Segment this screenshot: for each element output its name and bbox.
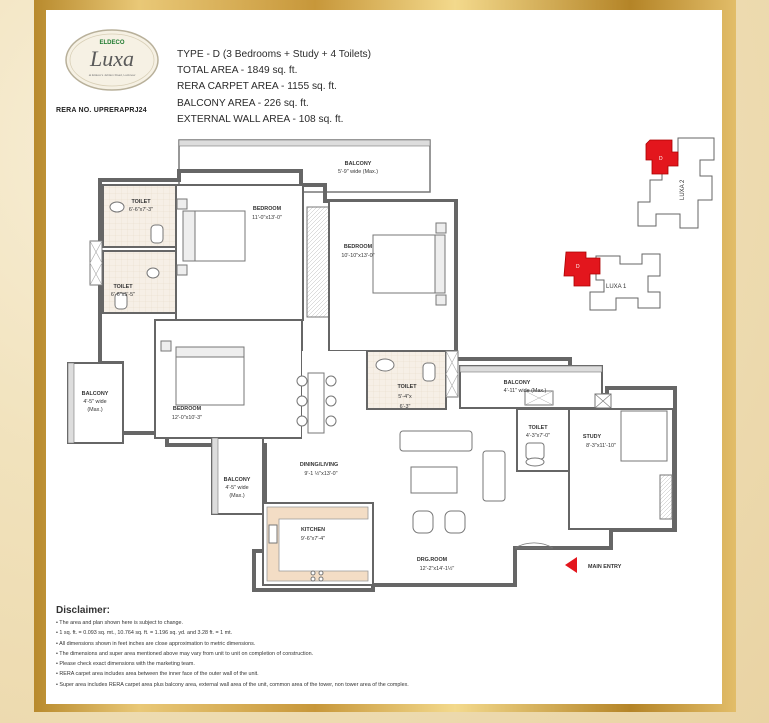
svg-text:9'-6"x7'-4": 9'-6"x7'-4" <box>301 536 325 542</box>
spec-total-area: TOTAL AREA - 1849 sq. ft. <box>177 65 298 77</box>
svg-text:9'-1 ½"x13'-0": 9'-1 ½"x13'-0" <box>304 470 337 477</box>
svg-text:(Max.): (Max.) <box>87 407 102 413</box>
key-plan-luxa-2: D LUXA 2 <box>637 137 715 229</box>
svg-text:TOILET: TOILET <box>113 284 133 290</box>
svg-text:BALCONY: BALCONY <box>224 477 251 483</box>
svg-text:11'-0"x13'-0": 11'-0"x13'-0" <box>252 215 282 221</box>
spec-rera-carpet-area: RERA CARPET AREA - 1155 sq. ft. <box>177 81 337 93</box>
svg-text:5'-9" wide (Max.): 5'-9" wide (Max.) <box>338 169 378 175</box>
svg-text:D: D <box>659 156 663 162</box>
svg-text:12'-2"x14'-1½": 12'-2"x14'-1½" <box>420 565 455 572</box>
disclaimer-item: • The dimensions and super area mentione… <box>56 650 314 657</box>
svg-text:6'-6"x5'-5": 6'-6"x5'-5" <box>111 292 135 298</box>
disclaimer-item: • The area and plan shown here is subjec… <box>56 620 184 626</box>
balcony-kitchen <box>211 437 264 515</box>
disclaimer-title: Disclaimer: <box>56 605 110 616</box>
svg-text:D: D <box>576 264 580 270</box>
svg-text:10'-10"x13'-0": 10'-10"x13'-0" <box>341 253 374 259</box>
svg-text:6'-3": 6'-3" <box>400 404 411 410</box>
svg-text:8'-3"x11'-10": 8'-3"x11'-10" <box>586 443 616 449</box>
svg-text:BEDROOM: BEDROOM <box>344 244 373 250</box>
brand-tagline: at Eldeco's Jehlam Road, Lucknow <box>89 73 136 77</box>
svg-text:4'-5" wide: 4'-5" wide <box>83 399 106 405</box>
svg-text:6'-6"x7'-3": 6'-6"x7'-3" <box>129 207 153 213</box>
svg-text:4'-5" wide: 4'-5" wide <box>225 485 248 491</box>
svg-text:DINING/LIVING: DINING/LIVING <box>300 462 338 468</box>
svg-text:BALCONY: BALCONY <box>504 380 531 386</box>
outer-walls <box>98 169 677 592</box>
svg-text:BEDROOM: BEDROOM <box>173 406 202 412</box>
svg-text:5'-4"x: 5'-4"x <box>398 394 412 400</box>
main-entry-arrow-icon <box>565 557 577 573</box>
svg-text:4'-3"x7'-0": 4'-3"x7'-0" <box>526 433 550 439</box>
unit-specifications: TYPE - D (3 Bedrooms + Study + 4 Toilets… <box>177 47 371 128</box>
svg-text:TOILET: TOILET <box>397 384 417 390</box>
disclaimer-item: • RERA carpet area includes area between… <box>56 671 259 678</box>
svg-text:12'-0"x10'-3": 12'-0"x10'-3" <box>172 415 202 421</box>
spec-balcony-area: BALCONY AREA - 226 sq. ft. <box>177 97 309 109</box>
disclaimer-item: • Please check exact dimensions with the… <box>56 661 195 668</box>
toilet-1 <box>102 184 177 248</box>
toilet-2 <box>102 250 177 314</box>
disclaimer-item: • All dimensions shown in feet inches ar… <box>56 640 256 647</box>
toilet-4 <box>516 408 570 472</box>
unit-d-luxa-2 <box>645 139 679 175</box>
svg-text:4'-11" wide (Max.): 4'-11" wide (Max.) <box>504 388 547 394</box>
wardrobe-1 <box>306 206 330 318</box>
svg-text:(Max.): (Max.) <box>229 493 244 499</box>
disclaimer-item: • 1 sq. ft. = 0.093 sq. mt., 10.764 sq. … <box>56 630 233 637</box>
spec-type: TYPE - D (3 Bedrooms + Study + 4 Toilets… <box>177 49 372 60</box>
svg-text:BEDROOM: BEDROOM <box>253 206 282 212</box>
svg-text:TOILET: TOILET <box>528 425 548 431</box>
svg-text:STUDY: STUDY <box>583 434 602 440</box>
unit-d-luxa-1 <box>563 251 601 287</box>
sofa <box>399 430 473 452</box>
key-plan-luxa-1: D LUXA 1 <box>563 251 661 311</box>
svg-text:LUXA 1: LUXA 1 <box>606 284 627 290</box>
svg-text:KITCHEN: KITCHEN <box>301 527 325 533</box>
spec-external-wall-area: EXTERNAL WALL AREA - 108 sq. ft. <box>177 113 344 125</box>
luxa-logo: ELDECO Luxa at Eldeco's Jehlam Road, Luc… <box>65 29 159 91</box>
disclaimer-item: • Super area includes RERA carpet area p… <box>56 681 409 688</box>
brand-top: ELDECO <box>99 40 124 46</box>
rera-number: RERA NO. UPRERAPRJ24 <box>56 107 147 114</box>
label-balcony-top: BALCONY <box>345 161 372 167</box>
brand-name: Luxa <box>89 46 134 71</box>
svg-text:TOILET: TOILET <box>131 199 151 205</box>
svg-text:BALCONY: BALCONY <box>82 391 109 397</box>
disclaimer: Disclaimer: • The area and plan shown he… <box>56 605 706 690</box>
floor-plan: BALCONY 5'-9" wide (Max.) TOILET 6'-6"x7… <box>67 139 677 592</box>
main-entry-label: MAIN ENTRY <box>588 564 622 570</box>
svg-text:LUXA 2: LUXA 2 <box>680 179 686 200</box>
svg-text:DRG.ROOM: DRG.ROOM <box>417 557 448 563</box>
